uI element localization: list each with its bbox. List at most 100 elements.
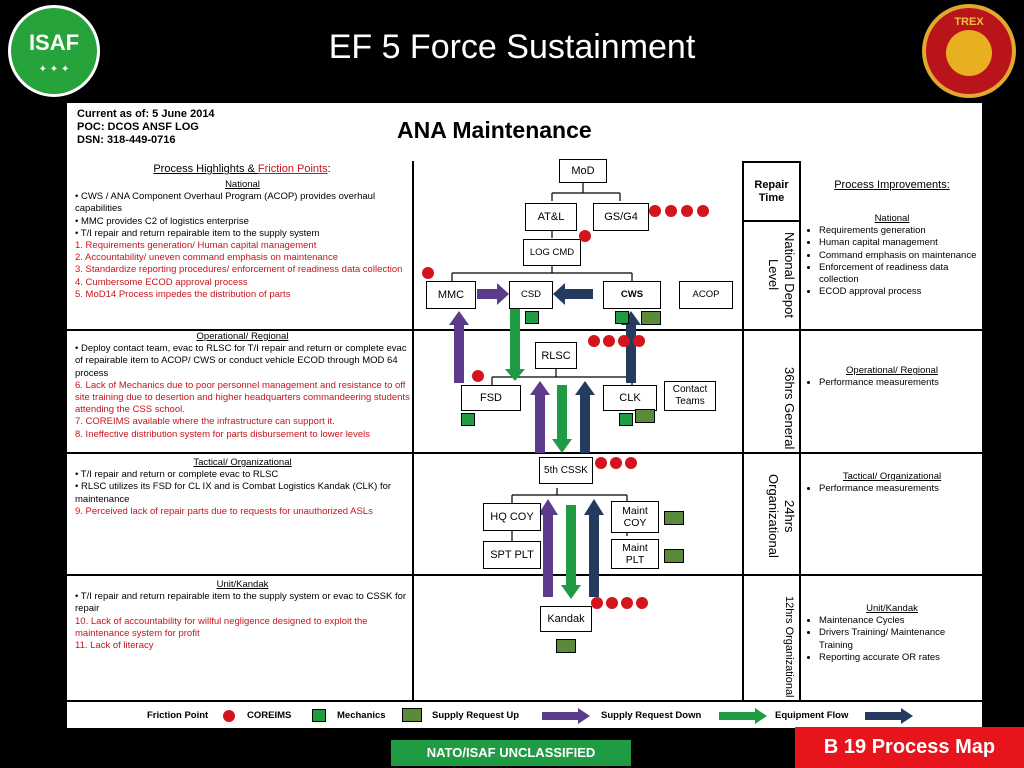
list-item: Performance measurements [819, 483, 977, 495]
process-map: Current as of: 5 June 2014 POC: DCOS ANS… [67, 103, 982, 728]
friction-point-icon [588, 335, 600, 347]
improvements-operational: Operational/ Regional Performance measur… [807, 365, 977, 389]
list-item: ECOD approval process [819, 286, 977, 298]
supply-down-arrow-icon [719, 708, 767, 724]
mechanics-icon [664, 511, 684, 525]
divider [67, 452, 982, 454]
page-label: B 19 Process Map [795, 727, 1024, 768]
coreims-icon [461, 413, 475, 426]
list-item: Human capital management [819, 237, 977, 249]
node-contact-teams: Contact Teams [664, 381, 716, 411]
supply-up-arrow-icon [542, 708, 590, 724]
coreims-icon [619, 413, 633, 426]
list-item: Drivers Training/ Maintenance Training [819, 627, 977, 651]
list-item: • RLSC utilizes its FSD for CL IX and is… [75, 481, 392, 505]
legend-coreims: COREIMS [247, 710, 292, 721]
divider [67, 700, 982, 702]
section-heading: National [225, 179, 260, 190]
list-item: Maintenance Cycles [819, 615, 977, 627]
classification-banner: NATO/ISAF UNCLASSIFIED [391, 740, 631, 766]
slide-title: EF 5 Force Sustainment [328, 28, 696, 66]
section-heading: Unit/Kandak [866, 603, 918, 614]
node-atl: AT&L [525, 203, 577, 231]
divider [412, 161, 414, 702]
repair-time-header: Repair Time [754, 179, 789, 204]
friction-point-icon [606, 597, 618, 609]
mechanics-icon [556, 639, 576, 653]
poc: POC: DCOS ANSF LOG [77, 121, 199, 133]
divider [742, 161, 801, 163]
isaf-logo: ISAF ✦ ✦ ✦ [8, 5, 100, 97]
coreims-icon [312, 709, 326, 722]
friction-item: 7. COREIMS available where the infrastru… [75, 416, 335, 428]
node-5th-cssk: 5th CSSK [539, 457, 593, 484]
legend-supply-request-down: Supply Request Down [601, 710, 702, 721]
improvements-unit: Unit/Kandak Maintenance Cycles Drivers T… [807, 603, 977, 664]
friction-point-icon [472, 370, 484, 382]
list-item: Reporting accurate OR rates [819, 652, 977, 664]
list-item: • T/I repair and return repairable item … [75, 591, 407, 615]
friction-item: 11. Lack of literacy [75, 640, 154, 652]
current-as-of: Current as of: 5 June 2014 [77, 108, 215, 120]
right-panel-title: Process Improvements: [834, 179, 950, 191]
node-mmc: MMC [426, 281, 476, 309]
improvements-tactical: Tactical/ Organizational Performance mea… [807, 471, 977, 495]
level-national-depot: National Depot Level [766, 232, 797, 318]
node-fsd: FSD [461, 385, 521, 411]
dinosaur-icon [946, 30, 992, 76]
section-heading: Operational/ Regional [196, 331, 289, 342]
node-cws: CWS [603, 281, 661, 309]
friction-point-icon [618, 335, 630, 347]
trex-logo-text: TREX [954, 16, 984, 28]
node-clk: CLK [603, 385, 657, 411]
list-item: Performance measurements [819, 377, 977, 389]
friction-point-icon [625, 457, 637, 469]
node-gs-g4: GS/G4 [593, 203, 649, 231]
friction-item: 5. MoD14 Process impedes the distributio… [75, 288, 291, 300]
improvement-list: Performance measurements [807, 377, 977, 389]
node-rlsc: RLSC [535, 342, 577, 369]
friction-point-icon [681, 205, 693, 217]
friction-point-icon [649, 205, 661, 217]
section-national: National • CWS / ANA Component Overhaul … [75, 179, 410, 301]
list-item: • CWS / ANA Component Overhaul Program (… [75, 191, 376, 215]
section-heading: Tactical/ Organizational [193, 457, 292, 468]
node-kandak: Kandak [540, 606, 592, 632]
mechanics-icon [664, 549, 684, 563]
friction-item: 8. Ineffective distribution system for p… [75, 428, 370, 440]
friction-point-icon [610, 457, 622, 469]
legend-friction-point: Friction Point [147, 710, 209, 721]
node-spt-plt: SPT PLT [483, 541, 541, 569]
friction-point-icon [621, 597, 633, 609]
improvements-national: National Requirements generation Human c… [807, 213, 977, 298]
node-hq-coy: HQ COY [483, 503, 541, 531]
divider [742, 220, 801, 222]
divider [67, 574, 982, 576]
divider [742, 161, 744, 702]
trex-logo: TREX [922, 4, 1016, 98]
diagram-connectors [449, 183, 641, 599]
legend-mechanics: Mechanics [337, 710, 386, 721]
node-maint-plt: Maint PLT [611, 539, 659, 569]
friction-point-icon [633, 335, 645, 347]
friction-point-icon [223, 710, 235, 722]
mechanics-icon [641, 311, 661, 325]
friction-item: 4. Cumbersome ECOD approval process [75, 276, 248, 288]
divider [67, 329, 982, 331]
process-highlights-label: Process Highlights & [153, 163, 258, 175]
left-panel-title: Process Highlights & Friction Points: [107, 163, 377, 175]
level-36hrs-general: 36hrs General [782, 366, 797, 450]
friction-point-icon [422, 267, 434, 279]
section-heading: Operational/ Regional [846, 365, 938, 376]
friction-item: 3. Standardize reporting procedures/ enf… [75, 264, 403, 276]
list-item: • T/I repair and return repairable item … [75, 227, 320, 239]
friction-item: 9. Perceived lack of repair parts due to… [75, 505, 373, 517]
friction-point-icon [591, 597, 603, 609]
level-24hrs-organizational: 24hrs Organizational [766, 474, 797, 558]
friction-item: 2. Accountability/ uneven command emphas… [75, 252, 338, 264]
section-tactical: Tactical/ Organizational • T/I repair an… [75, 457, 410, 518]
node-maint-coy: Maint COY [611, 501, 659, 533]
section-unit: Unit/Kandak • T/I repair and return repa… [75, 579, 410, 652]
dsn: DSN: 318-449-0716 [77, 134, 176, 146]
list-item: Enforcement of readiness data collection [819, 262, 977, 286]
